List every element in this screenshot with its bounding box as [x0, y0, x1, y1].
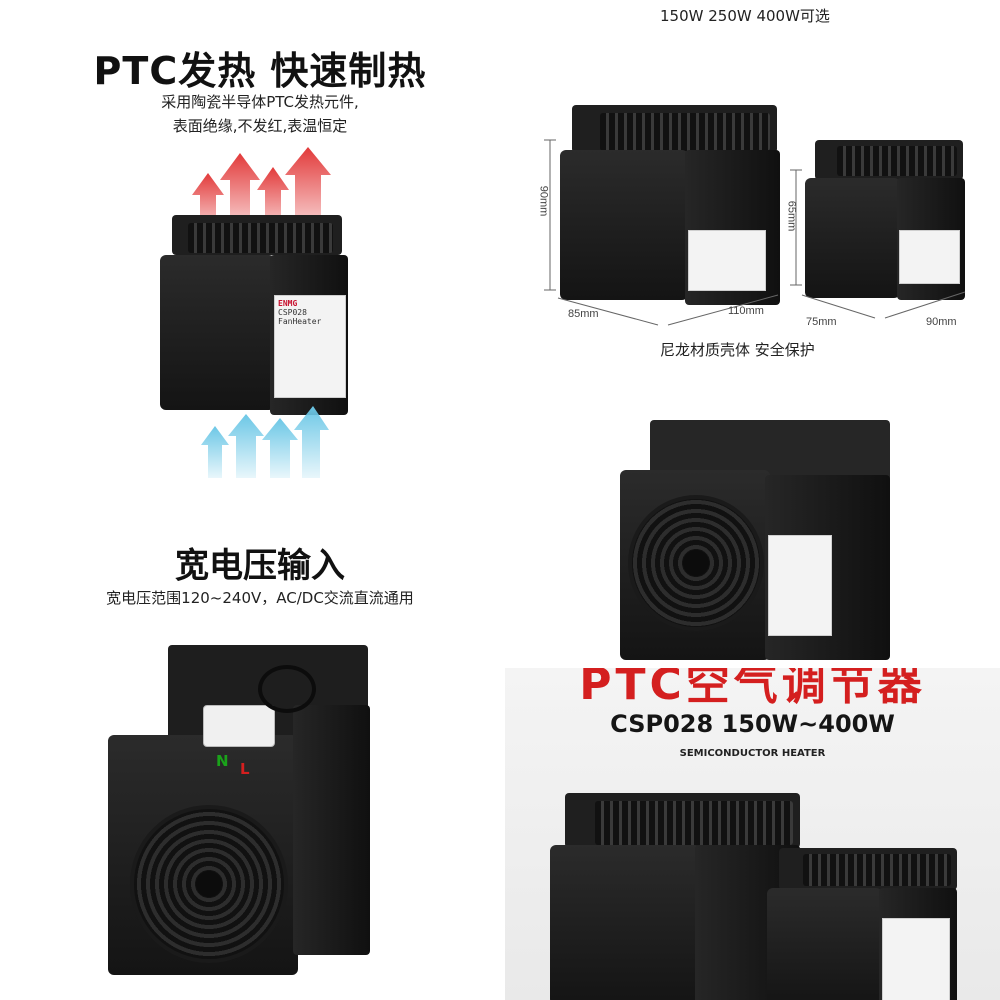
dim-small-height: 65mm [785, 200, 798, 232]
panel-heater-large [550, 793, 800, 1000]
panel-heater-small [767, 848, 957, 1000]
dim-small-width: 90mm [926, 316, 957, 328]
label-brand: ENMG [278, 299, 298, 308]
terminal-l-label: L [240, 760, 250, 778]
ptc-desc-line2: 表面绝缘,不发红,表温恒定 [172, 117, 348, 135]
voltage-title: 宽电压输入 [175, 546, 345, 586]
label-model: CSP028 [278, 308, 307, 317]
dim-large-depth: 85mm [568, 308, 599, 320]
dim-large-height: 90mm [537, 185, 550, 217]
wire-bundle [258, 665, 316, 713]
product-panel: PTC空气调节器 CSP028 150W~400W SEMICONDUCTOR … [505, 668, 1000, 1000]
cool-arrows-icon [201, 406, 329, 478]
voltage-desc: 宽电压范围120~240V，AC/DC交流直流通用 [106, 589, 414, 607]
dimension-caption: 尼龙材质壳体 安全保护 [660, 341, 815, 359]
dim-large-width: 110mm [728, 305, 764, 317]
terminal-n-label: N [216, 752, 229, 770]
heater-fan-view [620, 420, 890, 660]
panel-red-title: PTC空气调节器 [579, 668, 926, 710]
heater-terminal-view [108, 645, 370, 975]
top-caption: 150W 250W 400W可选 [660, 7, 830, 25]
terminal-block [203, 705, 275, 747]
dim-small-depth: 75mm [806, 316, 837, 328]
heater-small-dimension [805, 140, 965, 300]
heater-large-dimension [560, 105, 780, 305]
label-name: FanHeater [278, 317, 322, 326]
heater-image-left: ENMG CSP028 FanHeater [160, 215, 350, 415]
dimension-lines [544, 139, 966, 326]
ptc-desc-line1: 采用陶瓷半导体PTC发热元件, [161, 93, 359, 111]
ptc-title: PTC发热 快速制热 [93, 49, 427, 93]
panel-model-line: CSP028 150W~400W [610, 710, 895, 738]
panel-subtitle: SEMICONDUCTOR HEATER [679, 748, 826, 759]
product-label: ENMG CSP028 FanHeater [274, 295, 346, 398]
